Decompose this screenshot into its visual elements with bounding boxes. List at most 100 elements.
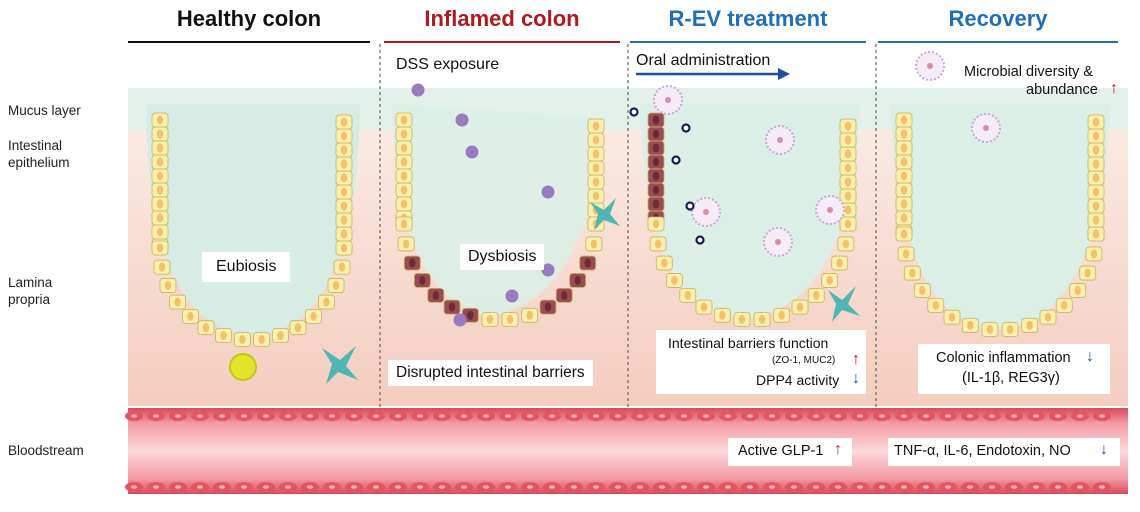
red-blood-cell-center — [483, 485, 489, 489]
red-blood-cell-center — [681, 485, 687, 489]
red-blood-cell-center — [659, 485, 665, 489]
crypt-mucus-healthy — [146, 104, 360, 336]
red-blood-cell-center — [769, 414, 775, 418]
label-barrier-function: Intestinal barriers function — [668, 335, 829, 351]
red-blood-cell-center — [857, 414, 863, 418]
row-label-epithelium-2: epithelium — [8, 155, 70, 170]
red-blood-cell-center — [197, 414, 203, 418]
cell-nucleus — [652, 157, 660, 167]
red-blood-cell-center — [351, 414, 357, 418]
cell-nucleus — [590, 239, 598, 249]
cell-nucleus — [156, 243, 164, 253]
arrow-down-dpp4: ↓ — [852, 370, 860, 387]
red-blood-cell-center — [835, 485, 841, 489]
label-barrier-markers: (ZO-1, MUC2) — [772, 355, 836, 366]
red-blood-cell-center — [835, 414, 841, 418]
red-blood-cell-center — [263, 414, 269, 418]
cell-nucleus — [844, 135, 852, 145]
cell-nucleus — [652, 115, 660, 125]
red-blood-cell-center — [791, 485, 797, 489]
crypt-mucus-inflamed — [392, 104, 606, 316]
cell-nucleus — [409, 258, 416, 268]
red-blood-cell-center — [989, 414, 995, 418]
cell-nucleus — [202, 323, 210, 333]
red-blood-cell-center — [879, 414, 885, 418]
cell-nucleus — [467, 310, 474, 320]
cell-nucleus — [1092, 159, 1100, 169]
red-blood-cell-center — [285, 485, 291, 489]
cell-nucleus — [592, 135, 600, 145]
red-blood-cell-center — [153, 485, 159, 489]
cell-nucleus — [967, 320, 974, 330]
red-blood-cell-center — [989, 485, 995, 489]
cell-nucleus — [652, 143, 660, 153]
cell-nucleus — [900, 229, 908, 239]
red-blood-cell-center — [197, 485, 203, 489]
red-blood-cell-center — [373, 414, 379, 418]
small-vesicle — [629, 107, 639, 117]
red-blood-cell-center — [813, 485, 819, 489]
cell-nucleus — [400, 157, 408, 167]
red-blood-cell-center — [703, 414, 709, 418]
epithelial-cells — [151, 112, 1105, 347]
cell-nucleus — [654, 239, 662, 249]
red-blood-cell-center — [571, 485, 577, 489]
red-blood-cell-center — [461, 485, 467, 489]
dendritic-cell-teal — [322, 346, 358, 384]
glp1-box: Active GLP-1 ↑ — [728, 438, 852, 466]
cell-nucleus — [592, 121, 600, 131]
label-dss-exposure: DSS exposure — [396, 56, 500, 73]
cell-nucleus — [826, 275, 833, 285]
red-blood-cell-center — [923, 485, 929, 489]
arrow-down-serum: ↓ — [1100, 441, 1108, 458]
cell-nucleus — [844, 177, 852, 187]
cell-nucleus — [340, 159, 348, 169]
cell-nucleus — [1090, 249, 1098, 259]
cell-nucleus — [842, 239, 850, 249]
red-blood-cell-center — [901, 414, 907, 418]
cell-nucleus — [758, 314, 766, 324]
red-blood-cell-center — [549, 414, 555, 418]
red-blood-cell-center — [637, 485, 643, 489]
red-blood-cell-center — [417, 414, 423, 418]
small-vesicle — [681, 123, 691, 133]
red-blood-cell-center — [769, 485, 775, 489]
cell-nucleus — [900, 129, 908, 139]
red-blood-cell-center — [593, 485, 599, 489]
cell-nucleus — [156, 199, 164, 209]
immune-cell-yellow — [229, 353, 257, 381]
label-dpp4-activity: DPP4 activity — [756, 372, 840, 388]
cell-nucleus — [1092, 187, 1100, 197]
cell-nucleus — [1092, 117, 1100, 127]
cell-nucleus — [220, 330, 227, 340]
red-blood-cell-center — [703, 485, 709, 489]
red-blood-cell-center — [857, 485, 863, 489]
cell-nucleus — [844, 121, 852, 131]
cell-nucleus — [506, 314, 514, 324]
cell-nucleus — [1006, 324, 1014, 334]
cell-nucleus — [902, 249, 910, 259]
cell-nucleus — [671, 275, 678, 285]
label-microbial-diversity-2: abundance — [1026, 82, 1098, 98]
row-label-lamina-2: propria — [8, 292, 51, 307]
red-blood-cell-center — [1077, 414, 1083, 418]
cell-nucleus — [778, 310, 785, 320]
cell-nucleus — [158, 262, 166, 272]
red-blood-cell-center — [725, 414, 731, 418]
red-blood-cell-center — [505, 485, 511, 489]
red-blood-cell-center — [1099, 485, 1105, 489]
red-blood-cell-center — [219, 485, 225, 489]
red-blood-cells-bottom — [125, 482, 1111, 492]
red-blood-cell-center — [439, 485, 445, 489]
row-label-epithelium-1: Intestinal — [8, 138, 63, 153]
cell-nucleus — [652, 185, 660, 195]
red-blood-cell-center — [747, 485, 753, 489]
red-blood-cell-center — [967, 414, 973, 418]
cell-nucleus — [156, 213, 164, 223]
ev-particle-core — [777, 137, 783, 143]
cell-nucleus — [164, 280, 172, 290]
red-blood-cell-center — [1033, 414, 1039, 418]
ev-particle-core — [665, 97, 671, 103]
ev-particle-core — [703, 209, 709, 215]
cell-nucleus — [844, 149, 852, 159]
